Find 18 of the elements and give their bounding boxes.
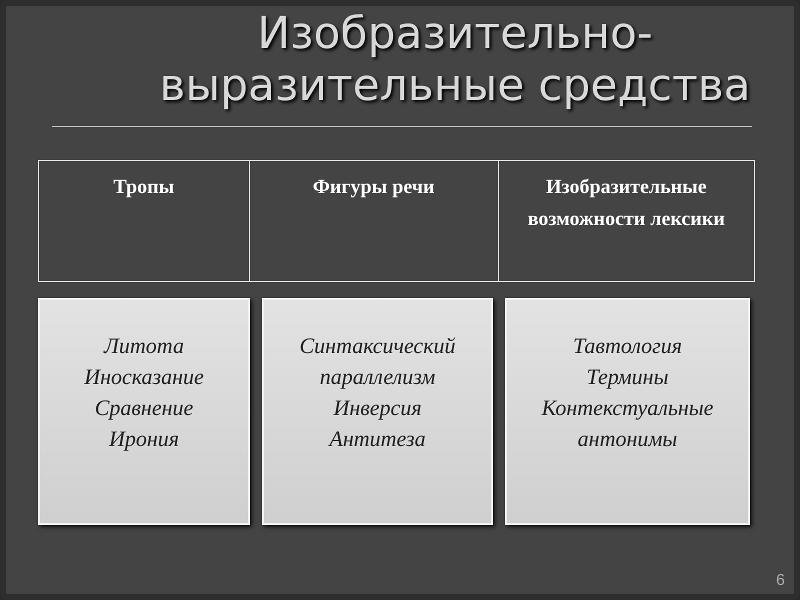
- list-item: Термины: [586, 363, 670, 391]
- list-box: [505, 298, 750, 525]
- header-cell: Изобразительные возможности лексики: [498, 160, 754, 282]
- list-item: Тавтология: [572, 332, 683, 360]
- page-number: 6: [776, 572, 785, 590]
- list-item: Контекстуальные антонимы: [540, 394, 714, 453]
- list-item: Ирония: [108, 425, 180, 453]
- list-item: Литота: [102, 332, 185, 360]
- list-item: Сравнение: [94, 394, 194, 422]
- list-item: Синтаксический параллелизм: [298, 332, 456, 391]
- list-item: Антитеза: [327, 425, 427, 453]
- list-item: Иносказание: [83, 363, 205, 391]
- list-item: Инверсия: [332, 394, 423, 422]
- list-box: [262, 298, 493, 525]
- header-cell: Тропы: [38, 160, 250, 282]
- list-box: [38, 298, 250, 525]
- title: Изобразительно-выразительные средства: [158, 8, 752, 112]
- header-cell: Фигуры речи: [249, 160, 498, 282]
